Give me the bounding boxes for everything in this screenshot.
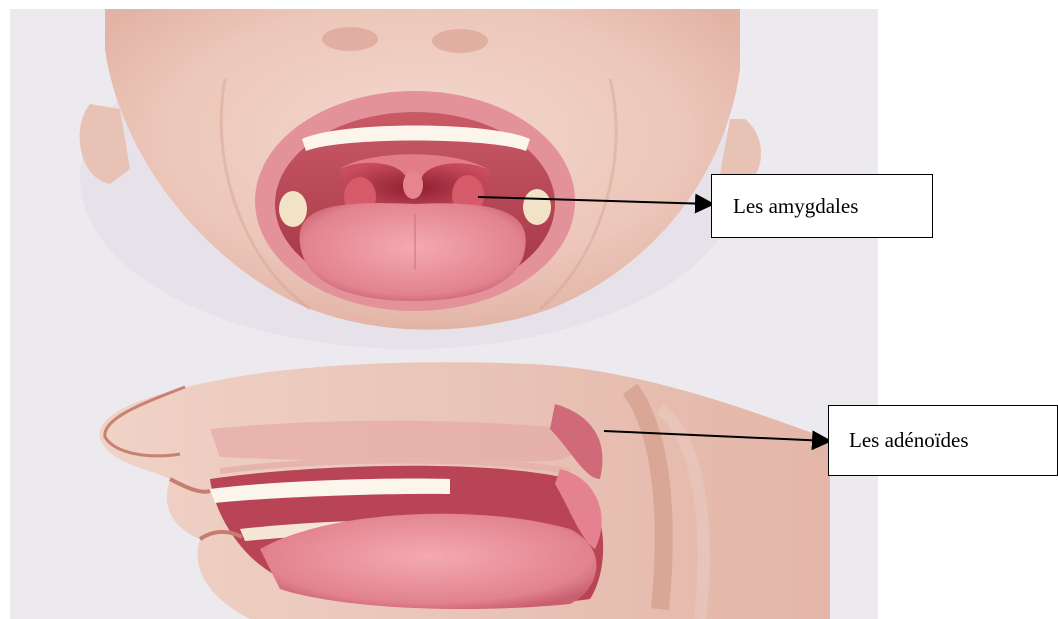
label-adenoides: Les adénoïdes <box>828 405 1058 476</box>
label-adenoides-text: Les adénoïdes <box>849 428 969 453</box>
side-view-profile <box>100 362 830 619</box>
mouth-anatomy-illustration <box>10 9 878 619</box>
front-view-face <box>80 9 761 349</box>
label-amygdales-text: Les amygdales <box>733 194 858 219</box>
label-amygdales: Les amygdales <box>711 174 933 238</box>
